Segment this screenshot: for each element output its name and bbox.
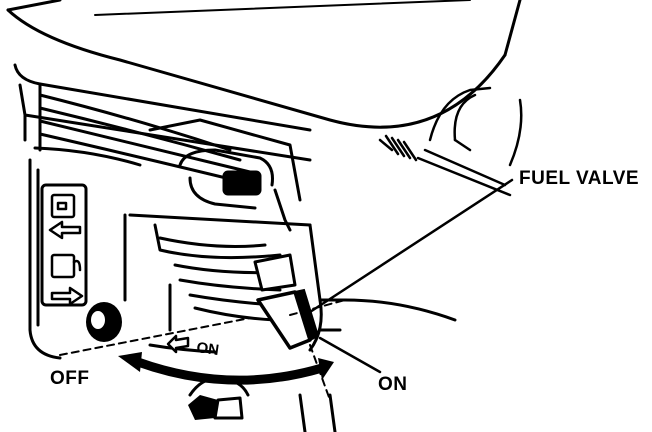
fuel-tank-housing <box>6 0 522 162</box>
valve-panel <box>28 158 88 360</box>
fuel-valve-label: FUEL VALVE <box>519 168 640 189</box>
left-knob <box>86 302 122 342</box>
arrow-left-icon <box>48 220 82 240</box>
lever-on-arrow-icon <box>166 334 190 354</box>
throttle-spring <box>378 86 523 197</box>
lever-on-marking: ON <box>195 339 220 359</box>
valve-body <box>123 213 323 352</box>
drain-bolt <box>188 395 244 420</box>
on-label: ON <box>378 374 408 395</box>
fuel-valve-leader <box>308 178 514 314</box>
carburetor-boss <box>148 118 302 232</box>
off-label: OFF <box>50 368 90 389</box>
engine-ribs <box>33 93 257 187</box>
lever-upper-tab <box>253 253 297 292</box>
arrow-right-icon <box>50 286 84 306</box>
fuel-tank-icon <box>50 193 82 279</box>
rotation-arrow-icon <box>118 352 334 385</box>
on-leader <box>318 336 382 374</box>
fuel-valve-lever[interactable] <box>256 288 320 350</box>
